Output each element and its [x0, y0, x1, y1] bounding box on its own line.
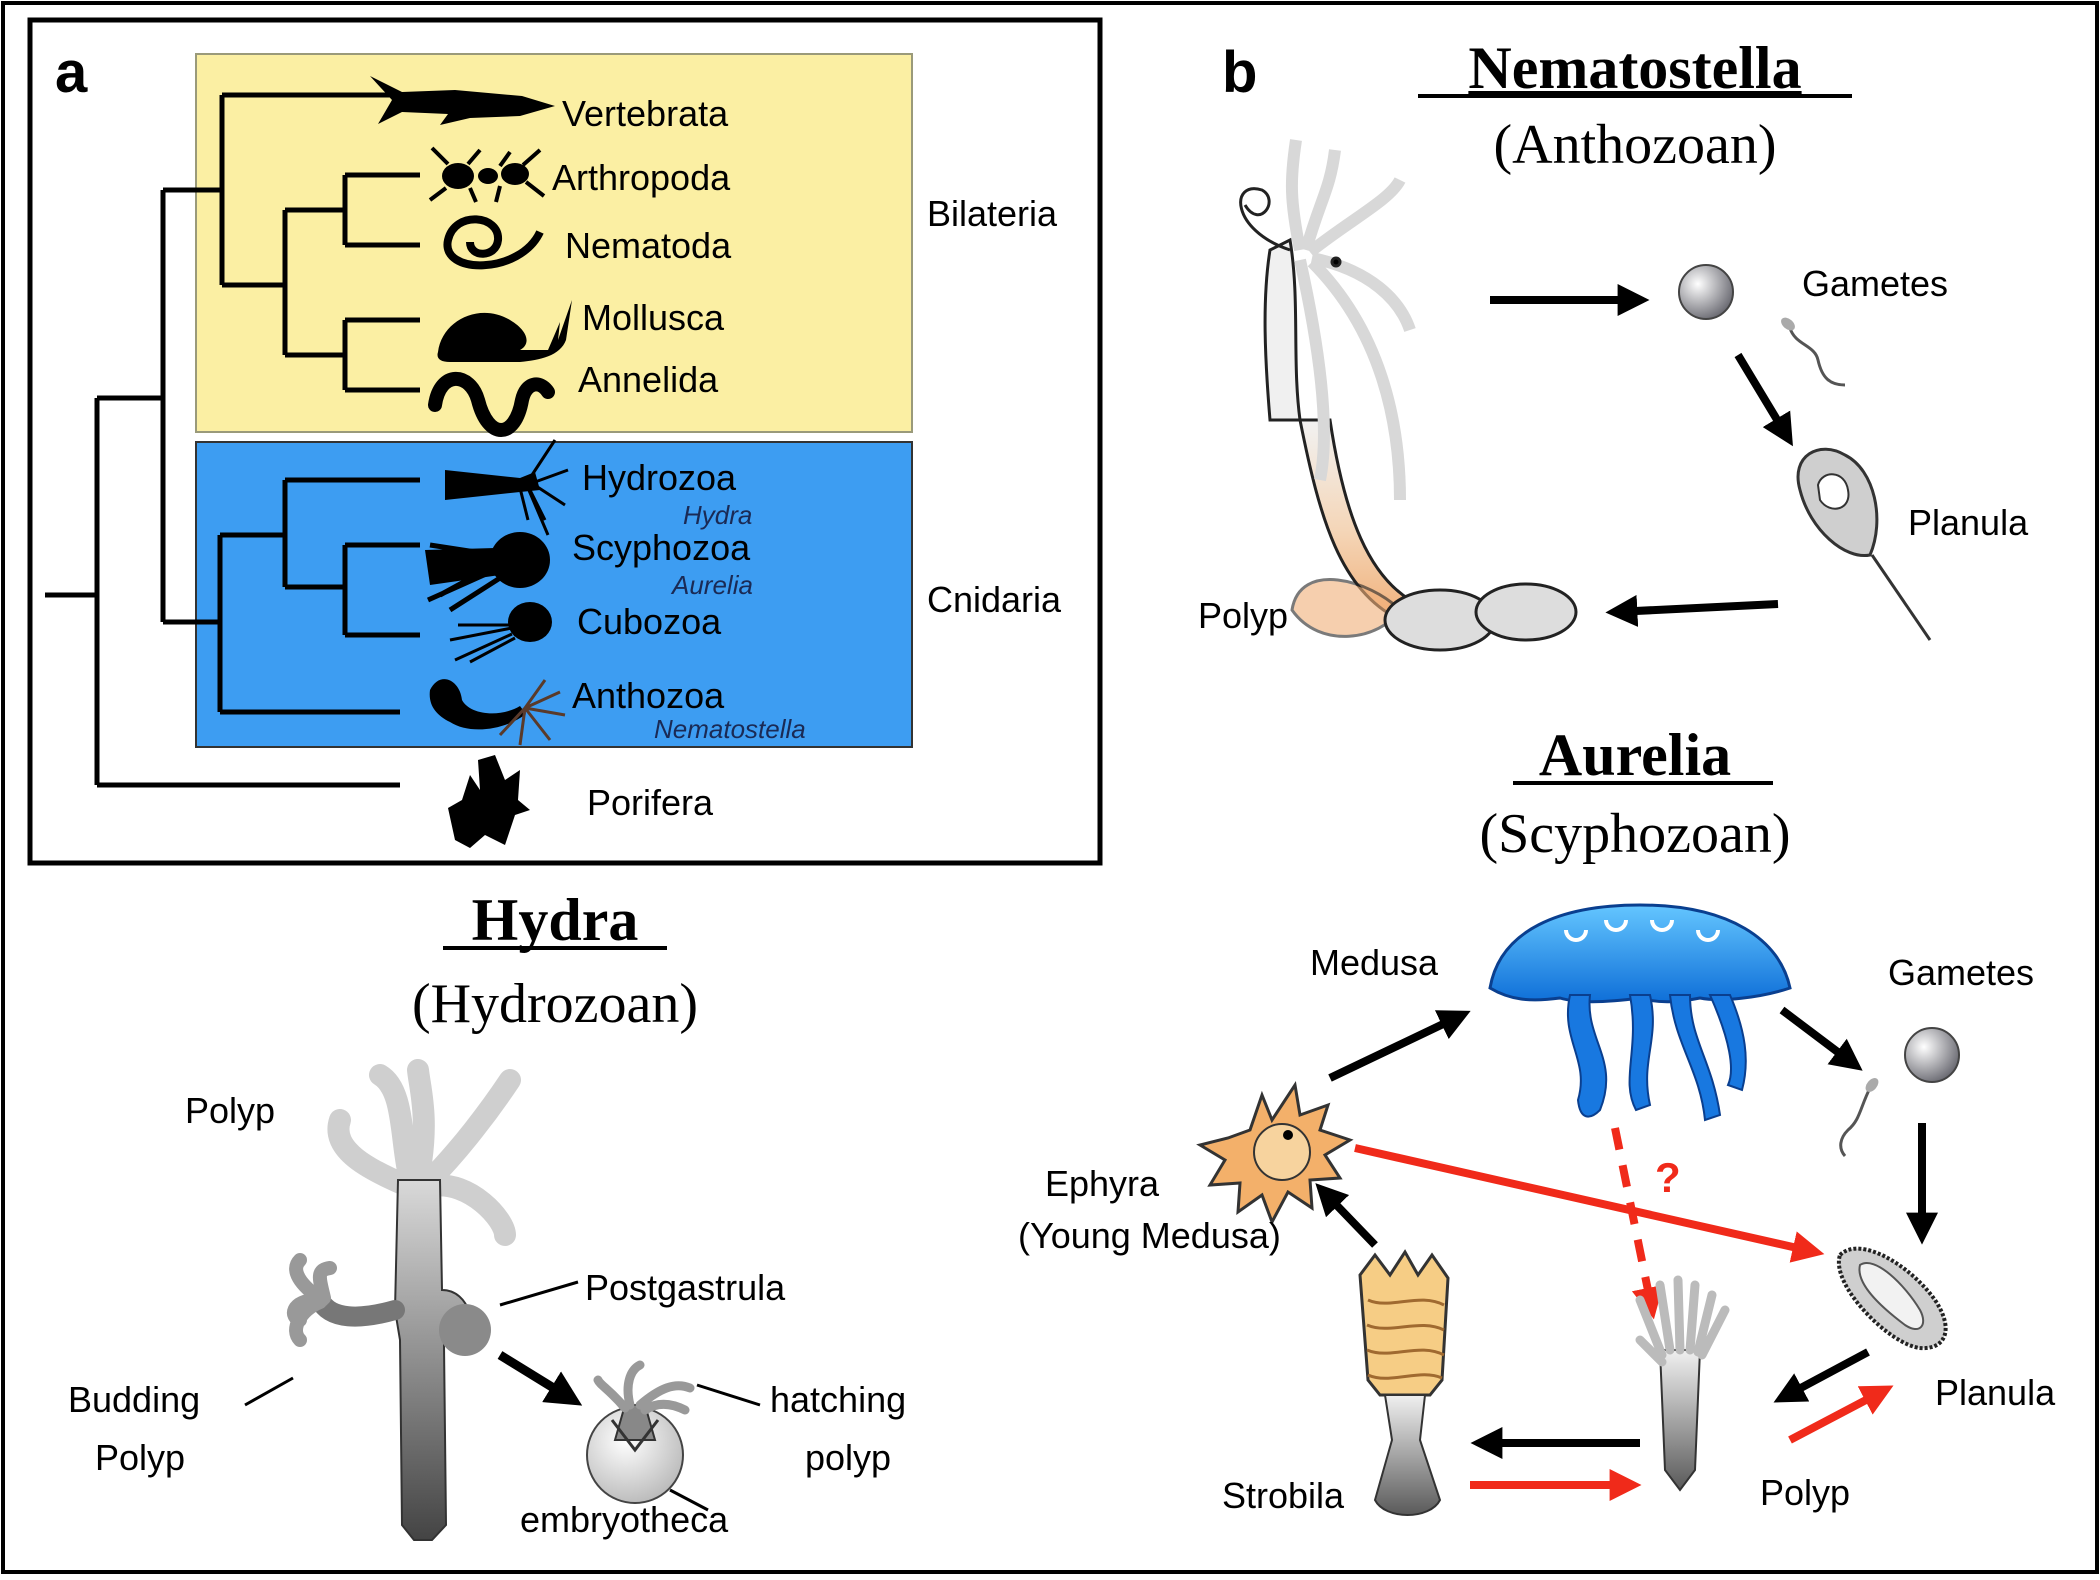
arrow-planula-to-polyp: [1605, 594, 1779, 627]
embryotheca-label: embryotheca: [520, 1499, 729, 1540]
nematostella-title: Nematostella: [1468, 35, 1801, 101]
ephyra-drawing: [1196, 1080, 1354, 1226]
arrow-postgastrula-to-hatching: [497, 1351, 583, 1406]
aurelia-egg-icon: [1904, 1027, 1960, 1083]
cnidaria-box: [195, 441, 913, 748]
label-vertebrata: Vertebrata: [562, 93, 729, 134]
panel-a-letter: a: [55, 40, 88, 105]
red-dashed-arrow-medusa-to-polyp: [1611, 1127, 1664, 1320]
hydra-polyp-label: Polyp: [185, 1090, 275, 1131]
arrow-strobila-to-ephyra: [1315, 1183, 1378, 1248]
arrow-ephyra-to-medusa: [1328, 1010, 1471, 1082]
hydra-life-cycle: Hydra (Hydrozoan) Polyp Postgastrula Bud…: [68, 887, 906, 1541]
label-mollusca: Mollusca: [582, 297, 725, 338]
label-porifera: Porifera: [587, 782, 714, 823]
hatching-pointer: [696, 1383, 761, 1407]
label-hydrozoa: Hydrozoa: [582, 457, 737, 498]
snail-silhouette-icon: [437, 300, 572, 362]
label-anthozoa: Anthozoa: [572, 675, 725, 716]
sponge-silhouette-icon: [448, 755, 530, 848]
red-arrow-ephyra-to-planula: [1354, 1144, 1825, 1263]
ephyra-sublabel: (Young Medusa): [1018, 1215, 1281, 1256]
hydra-polyp-drawing: [287, 1059, 521, 1541]
aurelia-planula-label: Planula: [1935, 1372, 2056, 1413]
nematostella-polyp-drawing: [1239, 139, 1578, 652]
anthozoa-silhouette-icon: [429, 679, 566, 746]
fish-silhouette-icon: [370, 76, 555, 125]
aurelia-gametes-label: Gametes: [1888, 952, 2034, 993]
hatching-label: hatching: [770, 1379, 906, 1420]
medusa-label: Medusa: [1310, 942, 1439, 983]
hatching-polyp-drawing: [586, 1360, 695, 1504]
aurelia-polyp-drawing: [1635, 1275, 1730, 1492]
nematostella-sperm-icon: [1788, 327, 1846, 387]
aurelia-planula-drawing: [1836, 1246, 1948, 1351]
budding-label: Budding: [68, 1379, 200, 1420]
ant-silhouette-icon: [428, 146, 546, 203]
hydrozoa-silhouette-icon: [445, 439, 569, 536]
strobila-label: Strobila: [1222, 1475, 1345, 1516]
worm-silhouette-icon: [443, 215, 544, 270]
nematostella-egg-icon: [1678, 264, 1734, 320]
panel-b-letter: b: [1222, 40, 1257, 105]
label-hydra-example: Hydra: [683, 500, 752, 530]
aurelia-life-cycle: Aurelia (Scyphozoan) Medusa Gametes Plan…: [1018, 722, 2056, 1516]
nematostella-subtitle: (Anthozoan): [1493, 114, 1776, 176]
label-annelida: Annelida: [578, 359, 719, 400]
nematostella-planula-label: Planula: [1908, 502, 2029, 543]
label-aurelia-example: Aurelia: [670, 570, 753, 600]
hydra-title: Hydra: [472, 887, 639, 953]
hydra-subtitle: (Hydrozoan): [412, 973, 698, 1035]
taxa-silhouettes: [370, 76, 572, 848]
label-cnidaria: Cnidaria: [927, 579, 1062, 620]
nematostella-planula-drawing: [1796, 447, 1932, 641]
label-cubozoa: Cubozoa: [577, 601, 722, 642]
aurelia-sperm-icon: [1839, 1087, 1872, 1157]
label-scyphozoa: Scyphozoa: [572, 527, 751, 568]
phylogenetic-tree: [45, 92, 420, 788]
red-arrow-polyp-to-planula: [1788, 1385, 1894, 1444]
panel-a: a: [27, 17, 1103, 866]
postgastrula-pointer: [499, 1280, 579, 1307]
ephyra-label: Ephyra: [1045, 1163, 1160, 1204]
embryotheca-pointer: [669, 1488, 709, 1512]
label-nematoda: Nematoda: [565, 225, 732, 266]
arrow-planula-to-polyp-aurelia: [1773, 1348, 1870, 1403]
cubozoa-silhouette-icon: [449, 602, 552, 664]
nematostella-gametes-label: Gametes: [1802, 263, 1948, 304]
hatching-polyp-label: polyp: [805, 1437, 891, 1478]
aurelia-title: Aurelia: [1539, 722, 1731, 788]
label-arthropoda: Arthropoda: [552, 157, 731, 198]
annelid-silhouette-icon: [428, 371, 555, 437]
aurelia-subtitle: (Scyphozoan): [1479, 803, 1790, 865]
postgastrula-label: Postgastrula: [585, 1267, 786, 1308]
label-nematostella-example: Nematostella: [654, 714, 806, 744]
strobila-drawing: [1358, 1249, 1450, 1516]
budding-polyp-label: Polyp: [95, 1437, 185, 1478]
bilateria-box: [195, 53, 913, 433]
panel-b: b Nematostella (Anthozoan) Gametes: [1198, 35, 2029, 652]
aurelia-polyp-label: Polyp: [1760, 1472, 1850, 1513]
arrow-gametes-to-planula: [1734, 352, 1793, 447]
question-mark: ?: [1655, 1154, 1681, 1201]
medusa-drawing: [1488, 903, 1792, 1122]
scyphozoa-silhouette-icon: [425, 532, 550, 613]
label-bilateria: Bilateria: [927, 193, 1058, 234]
arrow-medusa-to-gametes: [1779, 1006, 1863, 1071]
nematostella-polyp-label: Polyp: [1198, 595, 1288, 636]
budding-pointer: [244, 1376, 294, 1407]
